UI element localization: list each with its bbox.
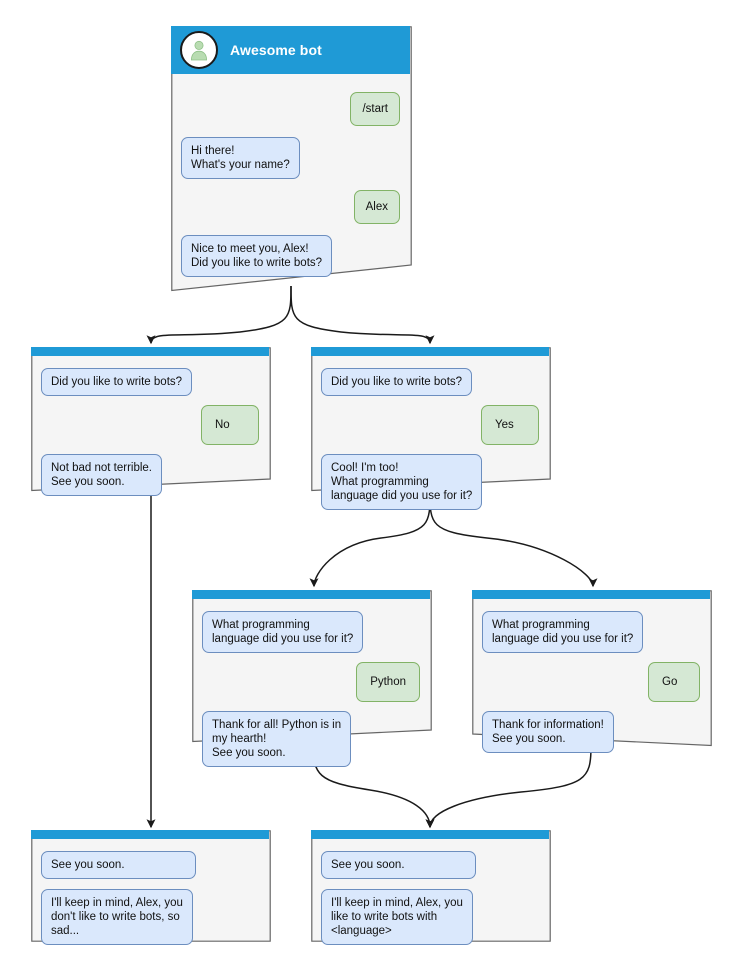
message-row: I'll keep in mind, Alex, you like to wri… — [321, 889, 539, 945]
person-avatar-icon — [180, 31, 218, 69]
message-row: See you soon. — [41, 851, 259, 879]
message-row: /start — [181, 92, 400, 126]
bot-message-bubble[interactable]: What programming language did you use fo… — [482, 611, 644, 653]
bot-message-bubble[interactable]: Thank for information! See you soon. — [482, 711, 614, 753]
card-start-messages: /start Hi there! What's your name? Alex … — [171, 82, 410, 277]
message-row: I'll keep in mind, Alex, you don't like … — [41, 889, 259, 945]
card-branch-yes-messages: Did you like to write bots? Yes Cool! I'… — [311, 358, 549, 510]
card-end-sad[interactable]: See you soon. I'll keep in mind, Alex, y… — [31, 830, 271, 945]
bot-message-bubble[interactable]: What programming language did you use fo… — [202, 611, 364, 653]
card-branch-yes[interactable]: Did you like to write bots? Yes Cool! I'… — [311, 347, 551, 510]
user-message-bubble[interactable]: Go — [648, 662, 700, 702]
message-row: Go — [482, 662, 700, 702]
card-end-sad-messages: See you soon. I'll keep in mind, Alex, y… — [31, 841, 269, 945]
bot-message-bubble[interactable]: Cool! I'm too! What programming language… — [321, 454, 483, 510]
user-message-bubble[interactable]: /start — [350, 92, 400, 126]
bot-message-bubble[interactable]: Not bad not terrible. See you soon. — [41, 454, 163, 496]
message-row: Did you like to write bots? — [41, 368, 259, 396]
connector-start-to-yes — [290, 285, 435, 345]
message-row: Nice to meet you, Alex! Did you like to … — [181, 235, 400, 277]
message-row: Alex — [181, 190, 400, 224]
bot-title: Awesome bot — [230, 42, 322, 58]
card-branch-yes-header — [311, 347, 549, 356]
card-branch-go-messages: What programming language did you use fo… — [472, 601, 710, 753]
message-row: What programming language did you use fo… — [202, 611, 420, 653]
connector-start-to-no — [146, 285, 292, 345]
card-end-happy[interactable]: See you soon. I'll keep in mind, Alex, y… — [311, 830, 551, 945]
message-row: What programming language did you use fo… — [482, 611, 700, 653]
card-branch-go[interactable]: What programming language did you use fo… — [472, 590, 712, 753]
message-row: Did you like to write bots? — [321, 368, 539, 396]
message-row: Cool! I'm too! What programming language… — [321, 454, 539, 510]
bot-message-bubble[interactable]: See you soon. — [41, 851, 196, 879]
message-row: Not bad not terrible. See you soon. — [41, 454, 259, 496]
card-end-happy-header — [311, 830, 549, 839]
connector-go-to-end-happy — [425, 746, 592, 829]
bot-message-bubble[interactable]: Thank for all! Python is in my hearth! S… — [202, 711, 352, 767]
card-branch-no-messages: Did you like to write bots? No Not bad n… — [31, 358, 269, 496]
card-end-happy-messages: See you soon. I'll keep in mind, Alex, y… — [311, 841, 549, 945]
bot-message-bubble[interactable]: Hi there! What's your name? — [181, 137, 300, 179]
bot-message-bubble[interactable]: See you soon. — [321, 851, 476, 879]
bot-message-bubble[interactable]: I'll keep in mind, Alex, you like to wri… — [321, 889, 473, 945]
user-message-bubble[interactable]: Alex — [353, 190, 400, 224]
user-message-bubble[interactable]: Python — [356, 662, 420, 702]
message-row: No — [41, 405, 259, 445]
card-branch-python-header — [192, 590, 430, 599]
message-row: Yes — [321, 405, 539, 445]
user-message-bubble[interactable]: No — [201, 405, 259, 445]
bot-message-bubble[interactable]: I'll keep in mind, Alex, you don't like … — [41, 889, 193, 945]
card-branch-python-messages: What programming language did you use fo… — [192, 601, 430, 767]
card-start-header: Awesome bot — [171, 26, 410, 74]
card-branch-python[interactable]: What programming language did you use fo… — [192, 590, 432, 767]
message-row: See you soon. — [321, 851, 539, 879]
message-row: Python — [202, 662, 420, 702]
message-row: Hi there! What's your name? — [181, 137, 400, 179]
card-start[interactable]: Awesome bot /start Hi there! What's your… — [171, 26, 412, 292]
bot-message-bubble[interactable]: Did you like to write bots? — [321, 368, 473, 396]
message-row: Thank for all! Python is in my hearth! S… — [202, 711, 420, 767]
card-end-sad-header — [31, 830, 269, 839]
card-branch-no-header — [31, 347, 269, 356]
message-row: Thank for information! See you soon. — [482, 711, 700, 753]
bot-message-bubble[interactable]: Nice to meet you, Alex! Did you like to … — [181, 235, 333, 277]
card-branch-no[interactable]: Did you like to write bots? No Not bad n… — [31, 347, 271, 496]
user-message-bubble[interactable]: Yes — [481, 405, 539, 445]
card-branch-go-header — [472, 590, 710, 599]
bot-message-bubble[interactable]: Did you like to write bots? — [41, 368, 193, 396]
